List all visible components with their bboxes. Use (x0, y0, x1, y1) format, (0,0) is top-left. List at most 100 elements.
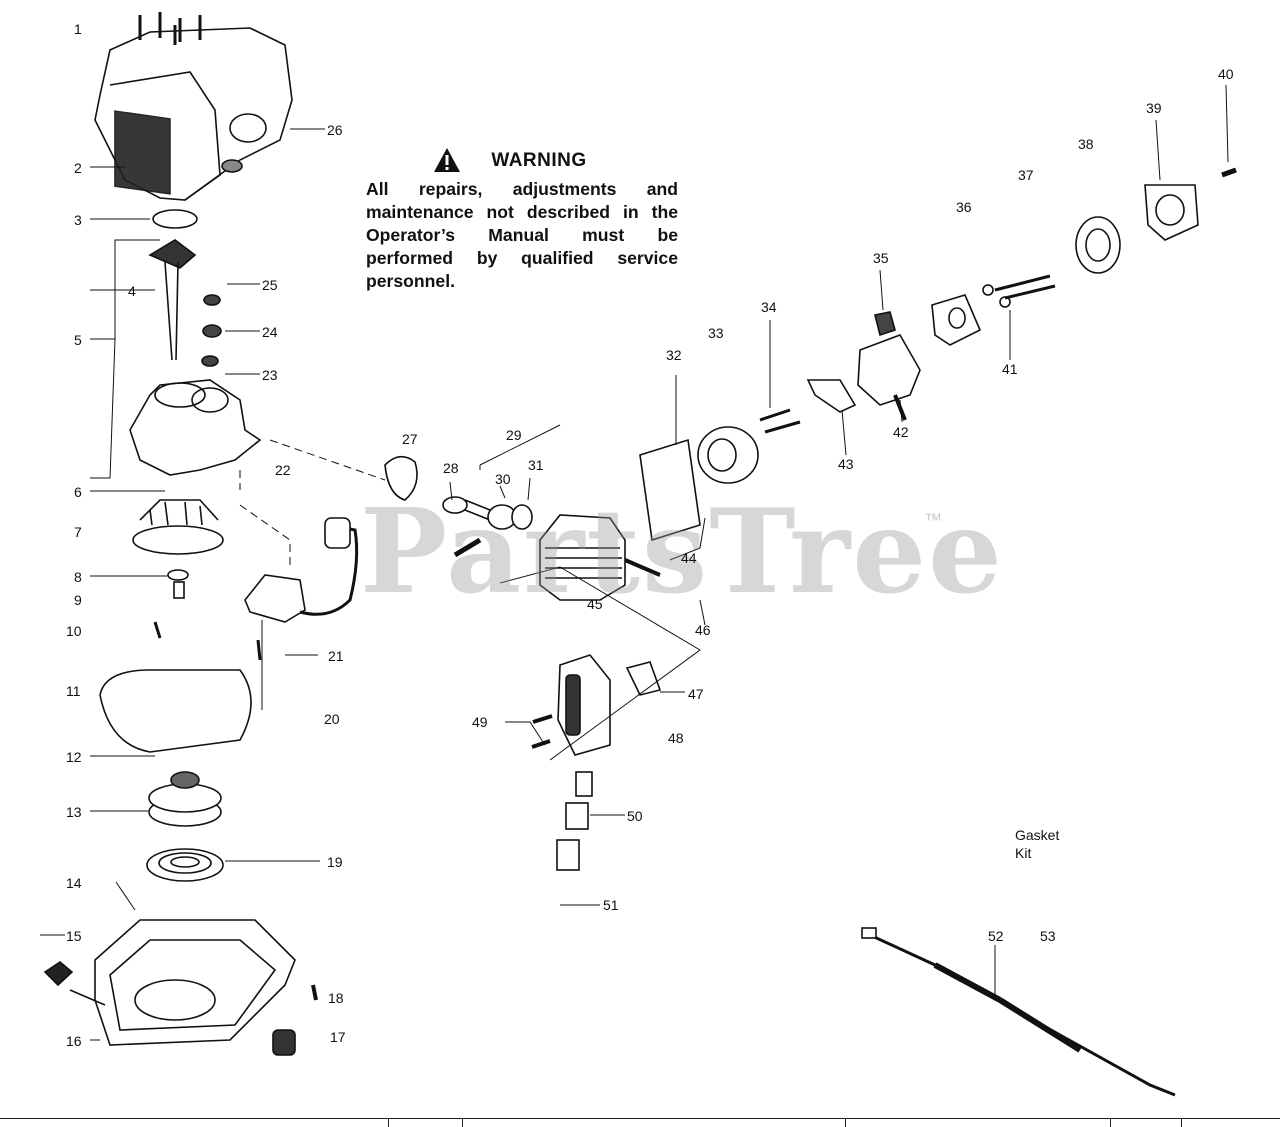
callout[interactable]: 26 (327, 122, 343, 138)
callout[interactable]: 51 (603, 897, 619, 913)
callout[interactable]: 22 (275, 462, 291, 478)
nut-part (203, 294, 221, 306)
callout[interactable]: 12 (66, 749, 82, 765)
callout[interactable]: 30 (495, 471, 511, 487)
connecting-rod-part (442, 496, 533, 558)
warning-text: All repairs, adjustments and maintenance… (366, 179, 678, 291)
air-filter-part (1075, 216, 1121, 274)
callout[interactable]: 36 (956, 199, 972, 215)
drive-shaft-part (148, 239, 197, 361)
o-ring-part (152, 209, 198, 229)
warning-title: WARNING (491, 150, 587, 171)
callout[interactable]: 42 (893, 424, 909, 440)
callout[interactable]: 2 (74, 160, 82, 176)
callout[interactable]: 13 (66, 804, 82, 820)
screws-part (759, 408, 801, 434)
callout[interactable]: 43 (838, 456, 854, 472)
callout[interactable]: 8 (74, 569, 82, 585)
throttle-cable-part (861, 927, 1176, 1097)
washer-part (167, 569, 189, 581)
warning-notice: WARNING All repairs, adjustments and mai… (366, 150, 678, 293)
footer-rule (0, 1118, 1280, 1127)
cylinder-part (539, 514, 661, 601)
muffler-gasket-part (625, 661, 662, 696)
rewind-spring-part (146, 848, 224, 882)
nut-part (201, 355, 219, 367)
callout[interactable]: 4 (128, 283, 136, 299)
callout[interactable]: 35 (873, 250, 889, 266)
callout[interactable]: 18 (328, 990, 344, 1006)
nut-part (202, 324, 222, 338)
gasket-kit-line1: Gasket (1015, 827, 1060, 843)
engine-shroud-part (94, 12, 293, 201)
callout[interactable]: 15 (66, 928, 82, 944)
callout[interactable]: 11 (66, 683, 81, 699)
callout[interactable]: 47 (688, 686, 704, 702)
callout[interactable]: 27 (402, 431, 418, 447)
callout[interactable]: 33 (708, 325, 724, 341)
base-gasket-part (384, 455, 418, 501)
callout[interactable]: 23 (262, 367, 278, 383)
ignition-coil-part (244, 517, 359, 661)
callout[interactable]: 44 (681, 550, 697, 566)
callout[interactable]: 50 (627, 808, 643, 824)
screw-part (153, 621, 162, 639)
callout[interactable]: 32 (666, 347, 682, 363)
callout[interactable]: 20 (324, 711, 340, 727)
callout[interactable]: 14 (66, 875, 82, 891)
watermark: PartsTree (360, 484, 1004, 620)
gasket-plate-part (639, 438, 701, 542)
callout[interactable]: 10 (66, 623, 82, 639)
callout[interactable]: 48 (668, 730, 684, 746)
callout[interactable]: 52 (988, 928, 1004, 944)
callout[interactable]: 21 (328, 648, 344, 664)
carburetor-part (857, 311, 921, 421)
shield-part (556, 839, 580, 871)
spacer-part (173, 581, 185, 599)
callout[interactable]: 9 (74, 592, 82, 608)
callout[interactable]: 41 (1002, 361, 1018, 377)
starter-pulley-part (148, 771, 222, 827)
callout[interactable]: 17 (330, 1029, 346, 1045)
gasket-kit-label: Gasket Kit (1015, 826, 1059, 862)
callout[interactable]: 3 (74, 212, 82, 228)
callout[interactable]: 39 (1146, 100, 1162, 116)
callout[interactable]: 49 (472, 714, 488, 730)
callout[interactable]: 31 (528, 457, 544, 473)
callout[interactable]: 16 (66, 1033, 82, 1049)
callout[interactable]: 7 (74, 524, 82, 540)
leader-lines (40, 84, 1229, 1041)
callout[interactable]: 5 (74, 332, 82, 348)
intake-adapter-part (697, 426, 759, 484)
callout[interactable]: 6 (74, 484, 82, 500)
callout[interactable]: 46 (695, 622, 711, 638)
filter-cover-part (1144, 184, 1199, 241)
carb-gasket-part (806, 379, 857, 413)
callout[interactable]: 34 (761, 299, 777, 315)
cover-screw-part (1221, 167, 1237, 178)
shield-part (565, 802, 589, 830)
gasket-part (99, 669, 252, 753)
shield-part (575, 771, 593, 797)
callout[interactable]: 28 (443, 460, 459, 476)
callout[interactable]: 53 (1040, 928, 1056, 944)
callout[interactable]: 24 (262, 324, 278, 340)
callout[interactable]: 25 (262, 277, 278, 293)
callout[interactable]: 1 (74, 21, 82, 37)
callout[interactable]: 37 (1018, 167, 1034, 183)
gasket-kit-line2: Kit (1015, 845, 1032, 861)
callout[interactable]: 29 (506, 427, 522, 443)
starter-housing-part (43, 919, 318, 1056)
long-screws-part (994, 274, 1056, 300)
crankcase-part (129, 379, 262, 476)
callout[interactable]: 19 (327, 854, 343, 870)
callout[interactable]: 45 (587, 596, 603, 612)
callout[interactable]: 38 (1078, 136, 1094, 152)
flywheel-part (132, 499, 224, 555)
muffler-part (557, 654, 611, 756)
trademark-symbol: ™ (924, 510, 942, 530)
muffler-screws-part (531, 714, 553, 749)
air-filter-base-part (931, 294, 982, 346)
callout[interactable]: 40 (1218, 66, 1234, 82)
